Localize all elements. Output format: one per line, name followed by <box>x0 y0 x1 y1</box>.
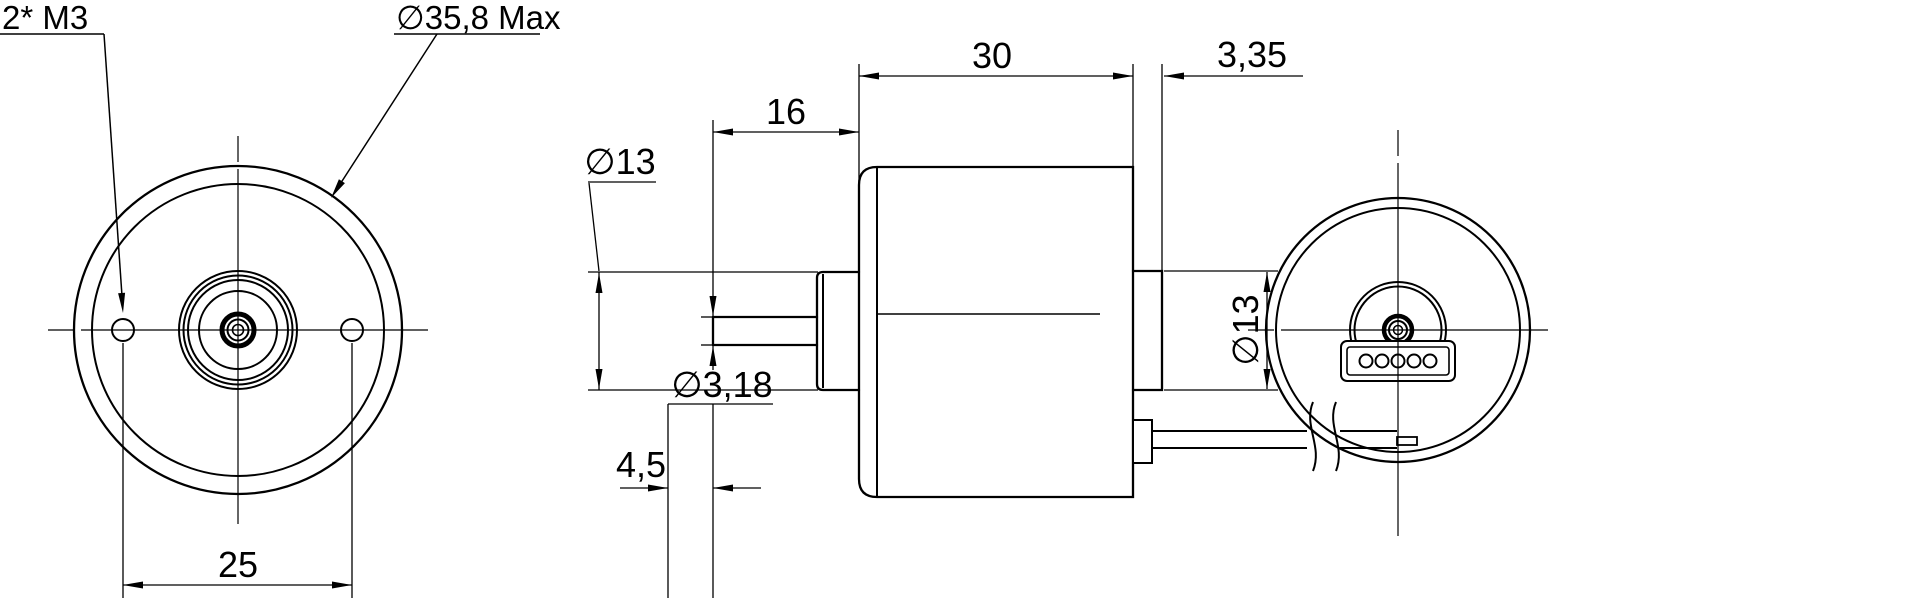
dim-body-length-arrow-right <box>1113 72 1133 80</box>
dim-body-length: 30 <box>859 35 1134 167</box>
callout-mounting-holes: 2* M3 <box>0 0 126 313</box>
connector-pin-5 <box>1422 353 1438 369</box>
dim-shaft-diameter-text: ∅3,18 <box>671 364 772 405</box>
dim-front-boss-diameter: ∅13 <box>584 141 818 391</box>
front-boss-outline <box>815 270 861 392</box>
mounting-hole-left <box>111 318 135 342</box>
shaft-outline <box>711 315 819 347</box>
dim-hole-spacing-arrow-right <box>332 581 352 589</box>
front-view-inner-circle <box>91 183 385 477</box>
cable-end-pin <box>1396 436 1418 446</box>
mounting-hole-right <box>340 318 364 342</box>
dim-rear-boss-length-arrow <box>1164 72 1184 80</box>
connector-pin-2 <box>1374 353 1390 369</box>
dim-front-boss-arrow-down <box>595 369 603 389</box>
dim-front-protrusion-text: 16 <box>766 91 806 132</box>
front-view: 2* M3 ∅35,8 Max 25 <box>0 0 561 598</box>
dim-rear-boss-arrow-down <box>1263 369 1271 389</box>
dim-hole-spacing: 25 <box>122 343 353 598</box>
dim-front-boss-diameter-text: ∅13 <box>584 141 655 182</box>
side-view: 16 30 3,35 ∅13 <box>584 34 1418 598</box>
front-boss-circle-3 <box>187 279 289 381</box>
rear-view <box>1248 130 1548 536</box>
front-boss-contour <box>815 270 861 392</box>
front-boss-recess-circle <box>198 290 278 370</box>
cable-assembly <box>1132 401 1418 472</box>
callout-mounting-holes-text: 2* M3 <box>2 0 88 36</box>
front-boss-circle-2 <box>182 274 294 386</box>
dim-body-length-text: 30 <box>972 35 1012 76</box>
dim-front-boss-leader <box>588 182 600 272</box>
motor-body-outline <box>857 165 1135 499</box>
front-boss-circle-1 <box>178 270 298 390</box>
front-view-outer-circle <box>72 164 404 496</box>
connector-pin-4 <box>1406 353 1422 369</box>
shaft-ring <box>219 311 257 349</box>
dim-body-length-arrow-left <box>859 72 879 80</box>
rear-bell-outline <box>1131 269 1164 392</box>
callout-max-diameter-arrowhead <box>331 179 345 198</box>
dim-hole-spacing-text: 25 <box>218 544 258 585</box>
dim-shaft-tip-length-text: 4,5 <box>616 444 666 485</box>
dim-rear-boss-length-text: 3,35 <box>1217 34 1287 75</box>
bearing-ring <box>226 318 250 342</box>
motor-body-contour <box>857 165 1135 499</box>
cable-grommet <box>1132 419 1153 464</box>
dim-front-protrusion-arrow-left <box>713 128 733 136</box>
callout-mounting-holes-arrowhead <box>118 292 126 313</box>
dim-front-protrusion-arrow-right <box>839 128 859 136</box>
cable-break-curve-left <box>1309 401 1317 472</box>
dim-hole-spacing-arrow-left <box>123 581 143 589</box>
dim-shaft-arrow-down <box>709 296 717 316</box>
dim-front-protrusion: 16 <box>712 64 860 316</box>
dim-front-boss-arrow-up <box>595 273 603 293</box>
dim-shaft-tip-arrow-right <box>713 484 733 492</box>
dim-rear-boss-length: 3,35 <box>1161 34 1303 271</box>
dim-shaft-tip-length: 4,5 <box>616 404 761 598</box>
connector-pin-1 <box>1358 353 1374 369</box>
callout-max-diameter: ∅35,8 Max <box>331 0 561 198</box>
callout-max-diameter-leader <box>334 33 438 193</box>
dim-shaft-tip-arrow-left <box>648 484 668 492</box>
shaft-center-hole <box>231 323 245 337</box>
callout-mounting-holes-leader <box>103 33 123 297</box>
dim-rear-boss-arrow-up <box>1263 272 1271 292</box>
callout-max-diameter-text: ∅35,8 Max <box>396 0 561 36</box>
dim-shaft-diameter: ∅3,18 <box>668 296 773 405</box>
